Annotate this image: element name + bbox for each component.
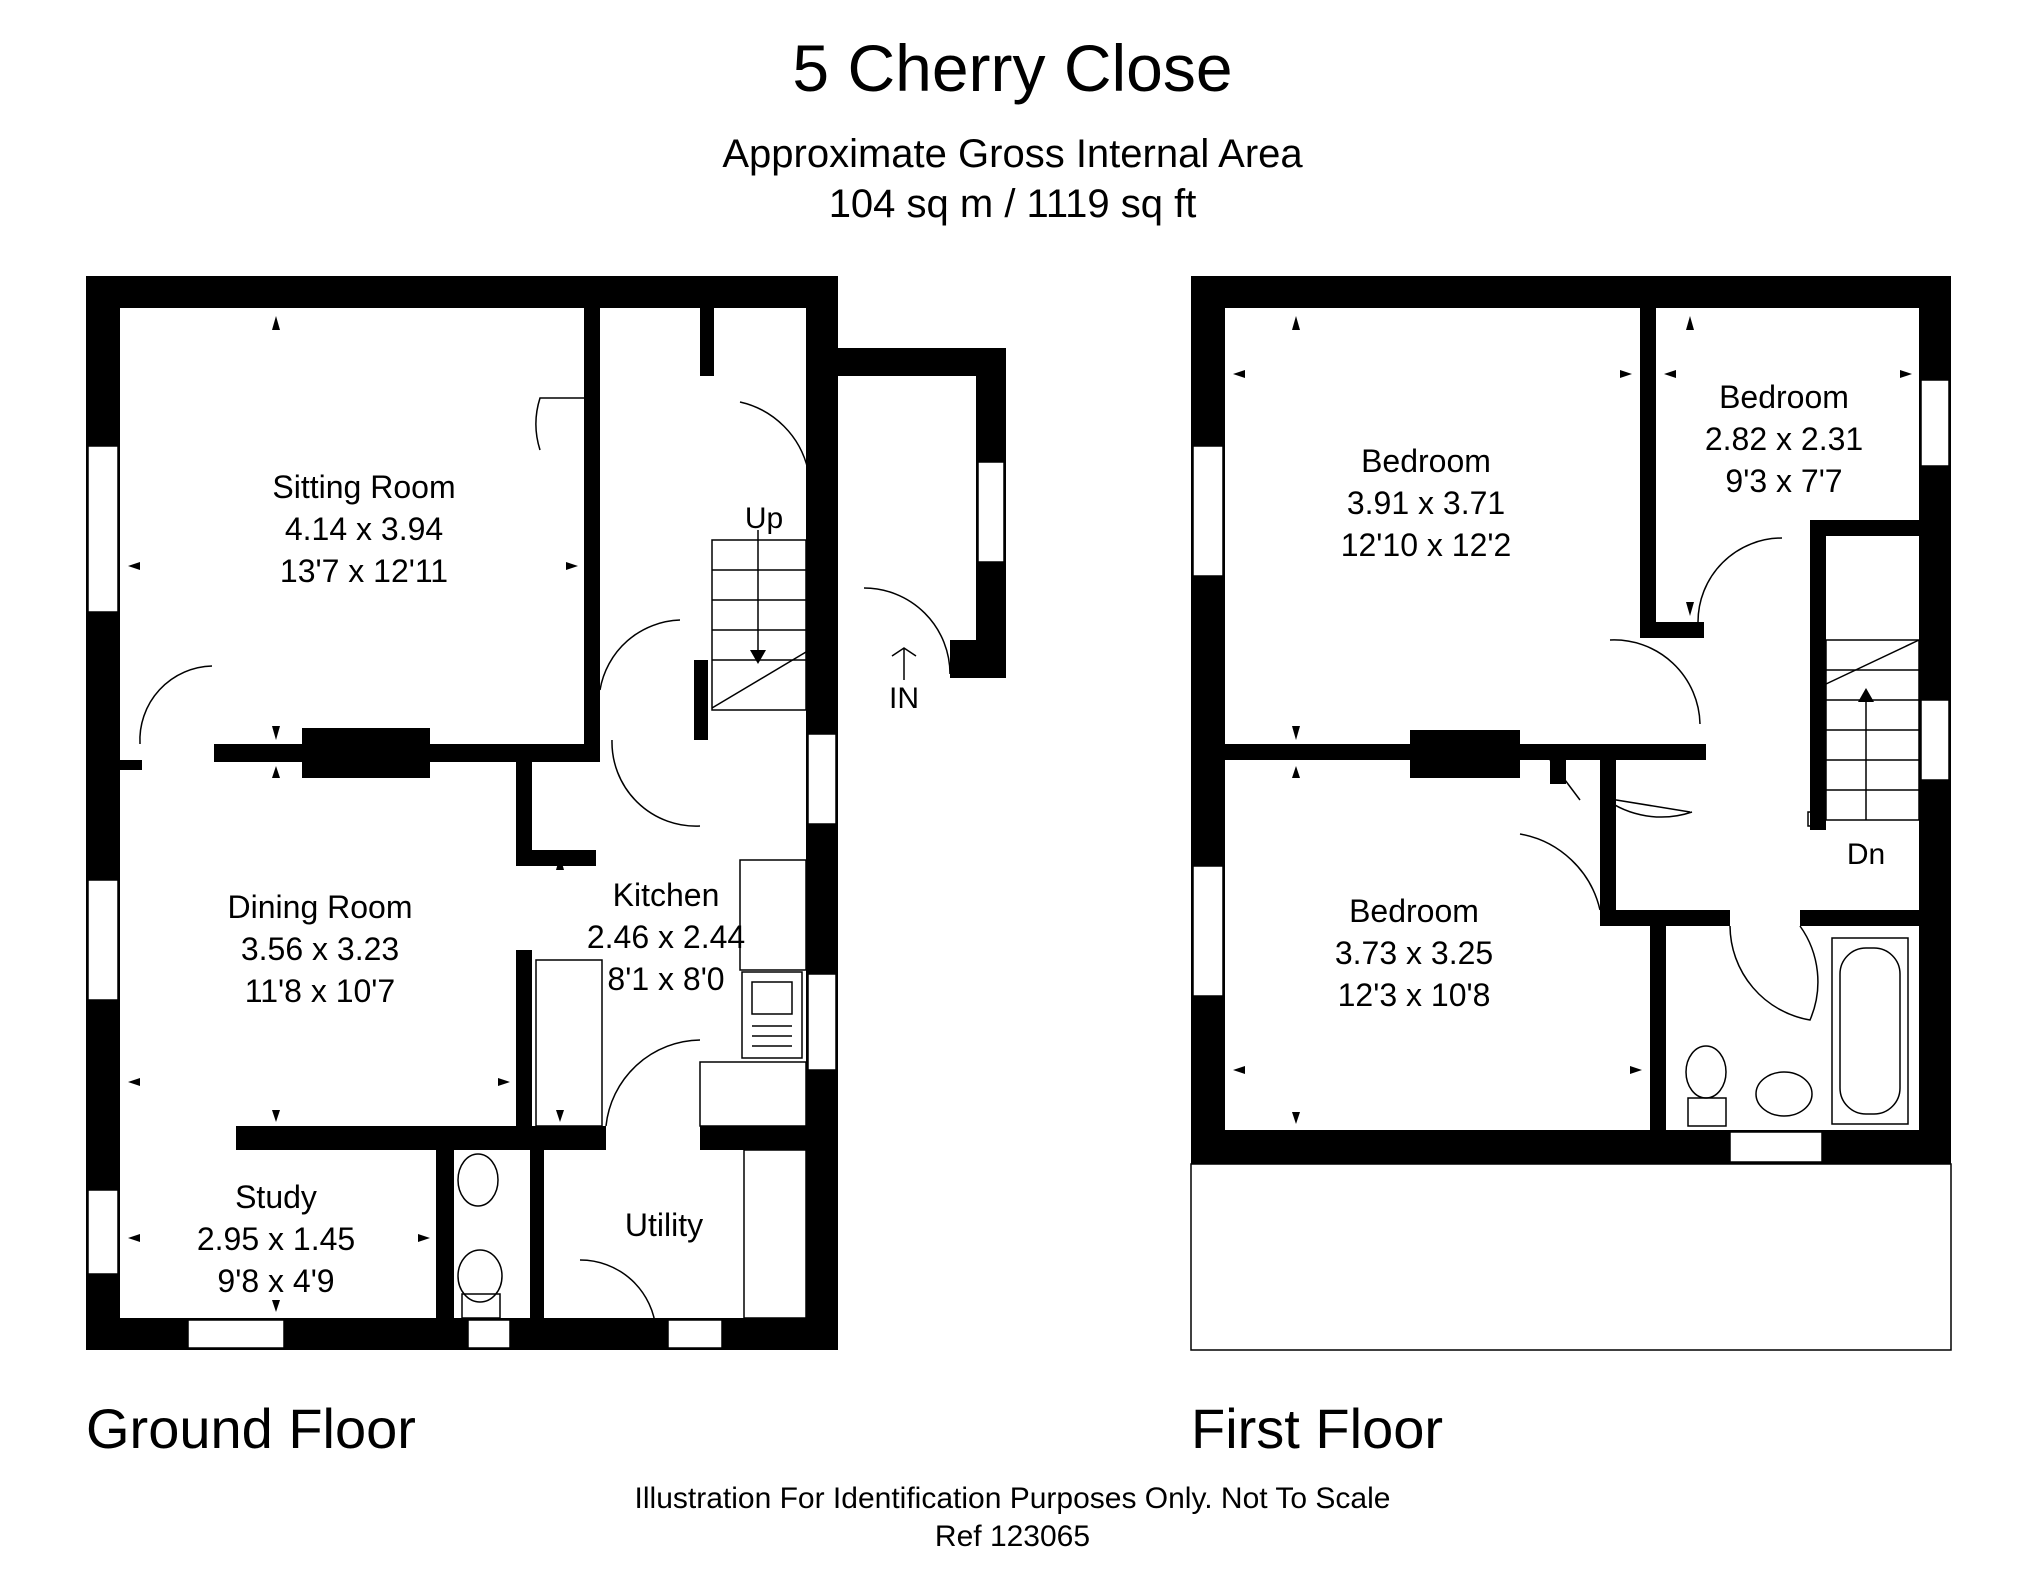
ground-floor-stairs <box>711 530 807 711</box>
study-name: Study <box>235 1179 317 1215</box>
first-floor-plan: Bedroom 3.91 x 3.71 12'10 x 12'2 Bedroom… <box>1190 276 1952 1351</box>
dining-room-metric: 3.56 x 3.23 <box>241 931 399 967</box>
entrance-label: IN <box>889 682 919 715</box>
bedroom-2-metric: 2.82 x 2.31 <box>1705 421 1863 457</box>
dining-room-imperial: 11'8 x 10'7 <box>245 973 395 1009</box>
bedroom-3-metric: 3.73 x 3.25 <box>1335 935 1493 971</box>
ground-floor-label: Ground Floor <box>86 1397 416 1460</box>
first-floor-label: First Floor <box>1191 1397 1443 1460</box>
sitting-room-name: Sitting Room <box>272 469 455 505</box>
first-stairs-down-label: Dn <box>1847 838 1885 871</box>
kitchen-imperial: 8'1 x 8'0 <box>607 961 724 997</box>
kitchen-metric: 2.46 x 2.44 <box>587 919 745 955</box>
ground-floor-plan: Sitting Room 4.14 x 3.94 13'7 x 12'11 Di… <box>86 276 1006 1350</box>
reference-number: Ref 123065 <box>934 1520 1091 1553</box>
sitting-room-metric: 4.14 x 3.94 <box>285 511 443 547</box>
bedroom-2-name: Bedroom <box>1719 379 1849 415</box>
first-floor-stairs <box>1807 639 1920 827</box>
bedroom-3-name: Bedroom <box>1349 893 1479 929</box>
plan-title: 5 Cherry Close <box>792 31 1233 105</box>
ground-stairs-up-label: Up <box>745 502 783 535</box>
kitchen-name: Kitchen <box>613 877 720 913</box>
bedroom-1-imperial: 12'10 x 12'2 <box>1341 527 1512 563</box>
area-value: 104 sq m / 1119 sq ft <box>828 182 1197 226</box>
dining-room-name: Dining Room <box>228 889 413 925</box>
disclaimer-text: Illustration For Identification Purposes… <box>634 1482 1391 1515</box>
study-metric: 2.95 x 1.45 <box>197 1221 355 1257</box>
bedroom-3-imperial: 12'3 x 10'8 <box>1338 977 1491 1013</box>
utility-name: Utility <box>625 1207 703 1243</box>
sitting-room-imperial: 13'7 x 12'11 <box>280 553 448 589</box>
bedroom-1-name: Bedroom <box>1361 443 1491 479</box>
bedroom-2-imperial: 9'3 x 7'7 <box>1725 463 1842 499</box>
study-imperial: 9'8 x 4'9 <box>217 1263 334 1299</box>
bedroom-1-metric: 3.91 x 3.71 <box>1347 485 1505 521</box>
area-label: Approximate Gross Internal Area <box>722 132 1303 176</box>
